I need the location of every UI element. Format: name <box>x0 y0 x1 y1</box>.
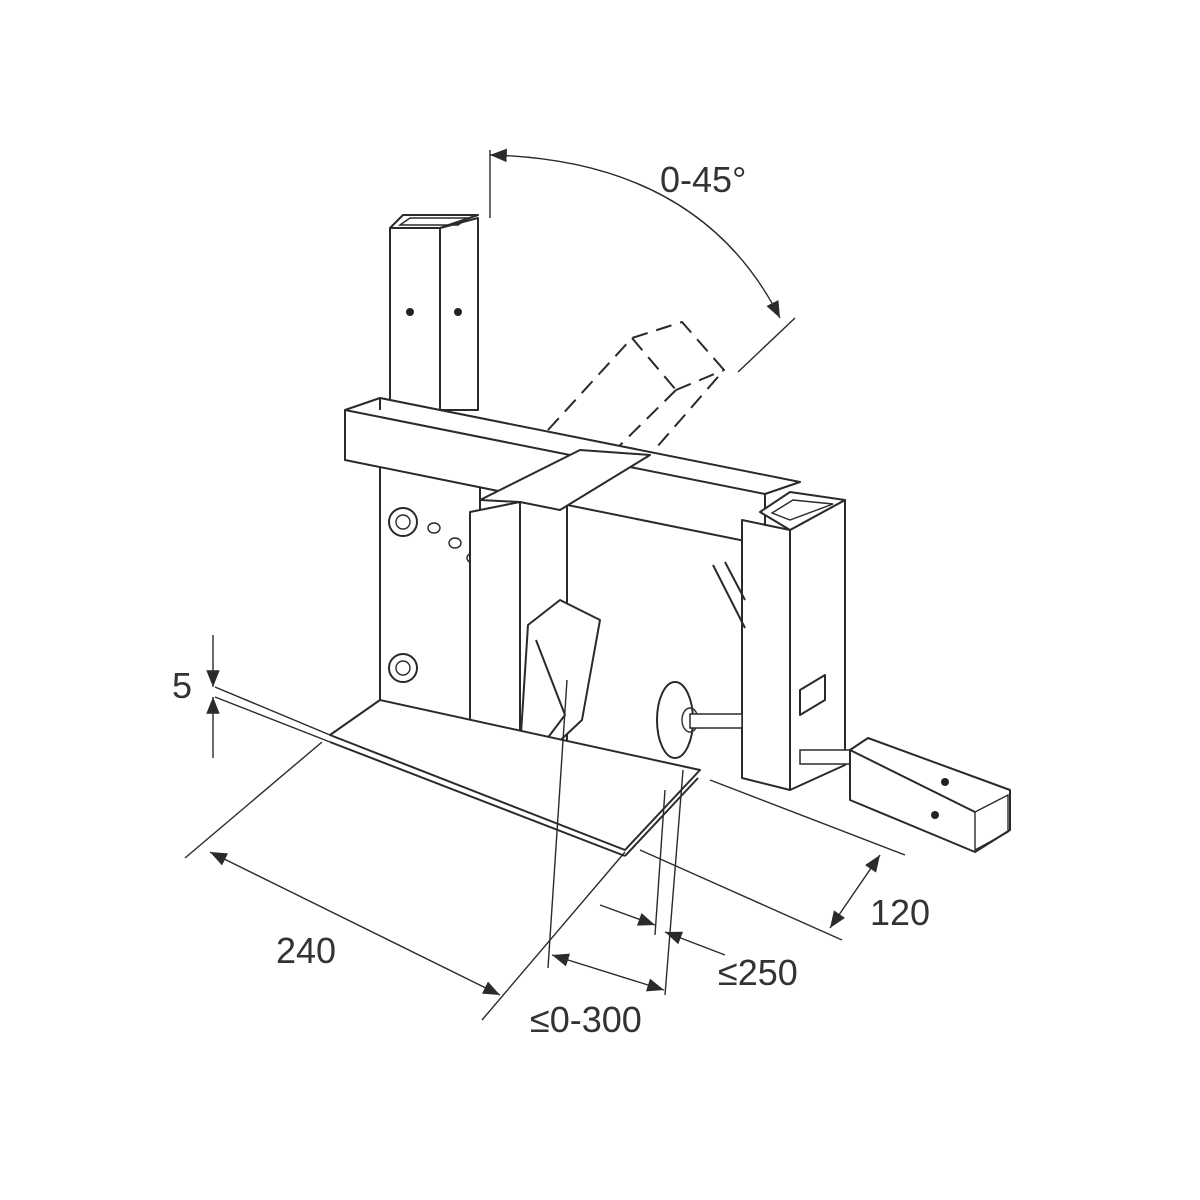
dimension-lines <box>184 148 906 1021</box>
base-plate <box>329 699 701 857</box>
vertical-post <box>389 214 479 411</box>
thickness-label: 5 <box>172 665 192 706</box>
right-post <box>712 491 846 791</box>
depth-label: 240 <box>276 930 336 971</box>
height-offset-label: 120 <box>870 892 930 933</box>
nut <box>388 507 418 683</box>
angle-label: 0-45° <box>660 159 746 200</box>
clamp-range-label: ≤0-300 <box>530 999 642 1040</box>
jaw-opening-label: ≤250 <box>718 952 798 993</box>
sliding-jaw <box>469 449 651 786</box>
spindle <box>656 681 1011 853</box>
